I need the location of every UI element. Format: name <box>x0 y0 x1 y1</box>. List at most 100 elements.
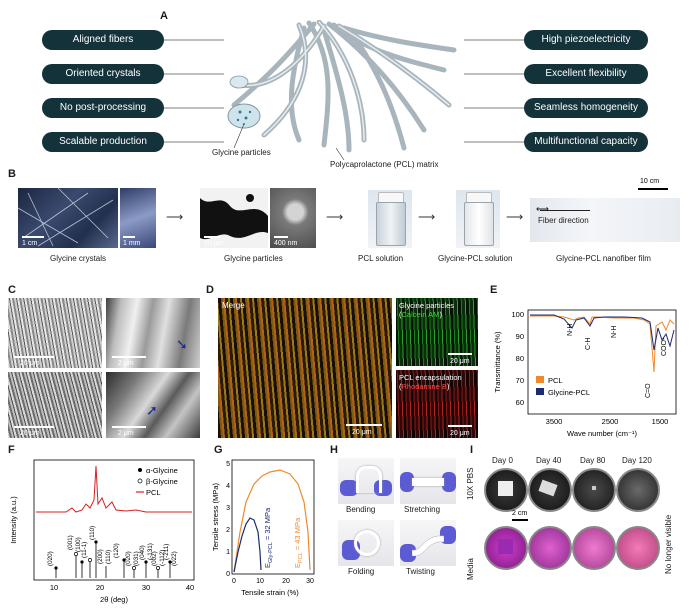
e-ytick: 100 <box>511 310 524 319</box>
scalebar <box>204 236 220 238</box>
glycine-crystal-closeup-photo: 1 mm <box>120 188 156 248</box>
panel-label-a: A <box>160 10 168 22</box>
label-pcl-matrix: Polycaprolactone (PCL) matrix <box>330 160 439 169</box>
label-stretching: Stretching <box>404 505 441 514</box>
tensile-chart: Tensile stress (MPa) 0 1 2 3 4 5 0 10 20… <box>211 459 315 597</box>
day-label: Day 40 <box>536 456 562 465</box>
panel-label-c: C <box>8 284 16 296</box>
g-ytick: 3 <box>226 505 230 512</box>
legend-pcl: PCL <box>146 488 161 497</box>
e-xtick: 2500 <box>602 417 619 426</box>
peak-label: (022) <box>171 551 178 566</box>
scalebar-label: 400 nm <box>274 240 298 247</box>
annotation-ch: C-H <box>585 338 592 350</box>
arrow-icon: ➚ <box>146 402 158 418</box>
feature-no-post-processing: No post-processing <box>42 98 164 118</box>
e-pcl-label: EPCL = 43 MPa <box>293 517 304 568</box>
label-folding: Folding <box>348 567 375 576</box>
scalebar-label: 2 μm <box>118 430 134 437</box>
scalebar <box>512 519 528 521</box>
legend-alpha-glycine: α-Glycine <box>146 466 178 475</box>
feature-scalable-production: Scalable production <box>42 132 164 152</box>
peak-label: (-131) <box>147 543 154 560</box>
e-ylabel: Transmittance (%) <box>494 331 502 392</box>
scalebar-label: 20 μm <box>450 358 470 365</box>
f-xlabel: 2θ (deg) <box>100 595 128 604</box>
f-xtick: 30 <box>142 583 150 592</box>
peak-label: (040) <box>139 545 146 560</box>
calcein-stain-name: Calcein AM <box>401 310 440 319</box>
scalebar-label: 20 μm <box>20 360 40 367</box>
glycine-crystals-photo: 1 cm <box>18 188 118 248</box>
peak-label: (020) <box>47 551 54 566</box>
no-longer-visible-label: No longer visible <box>664 514 673 574</box>
sem-fiber-closeup-2: ➚ 2 μm <box>106 372 200 438</box>
twisting-photo <box>400 520 456 566</box>
panel-label-f: F <box>8 444 15 456</box>
glycine-pcl-solution-vial <box>456 190 500 248</box>
row-label-pbs: 10X PBS <box>466 467 475 500</box>
pcl-curve <box>233 469 311 573</box>
caption-glycine-pcl-solution: Glycine-PCL solution <box>438 254 513 263</box>
g-xtick: 20 <box>282 578 290 585</box>
scalebar <box>448 353 472 355</box>
caption-pcl-solution: PCL solution <box>358 254 404 263</box>
scalebar-label: 2 cm <box>512 510 528 517</box>
panel-label-g: G <box>214 444 223 456</box>
glycine-particles-title: Glycine particles <box>399 301 455 310</box>
caption-glycine-crystals: Glycine crystals <box>50 254 107 263</box>
scalebar <box>112 356 146 358</box>
dish-pbs-day120 <box>616 468 660 512</box>
g-xlabel: Tensile strain (%) <box>241 588 299 597</box>
merge-label: Merge <box>222 301 245 310</box>
pcl-encapsulation-fluorescence: PCL encapsulation (Rhodamine B) 20 μm <box>396 370 478 438</box>
fiber-bundle-illustration <box>164 20 524 161</box>
scalebar-label: 10 cm <box>640 178 660 185</box>
glycine-particle-closeup: 400 nm <box>270 188 316 248</box>
xrd-pattern <box>36 465 192 513</box>
glycine-particles-sem: 50 μm <box>200 188 268 248</box>
row-label-media: Media <box>466 558 475 580</box>
panel-label-d: D <box>206 284 214 296</box>
scalebar-label: 50 μm <box>204 240 224 247</box>
scalebar <box>14 426 54 428</box>
feature-aligned-fibers: Aligned fibers <box>42 30 164 50</box>
dish-pbs-day0 <box>484 468 528 512</box>
arrow-right-icon: ⟶ <box>506 210 524 224</box>
dish-media-day0 <box>484 526 528 570</box>
feature-multifunctional-capacity: Multifunctional capacity <box>524 132 648 152</box>
sem-aligned-fibers-2: 20 μm <box>8 372 102 438</box>
legend-swatch-pcl <box>536 376 544 383</box>
dish-pbs-day40 <box>528 468 572 512</box>
stretching-photo <box>400 458 456 504</box>
dish-media-day40 <box>528 526 572 570</box>
bending-photo <box>338 458 394 504</box>
peak-label: (110) <box>89 526 96 540</box>
e-ytick: 80 <box>516 354 524 363</box>
dish-media-day80 <box>572 526 616 570</box>
scalebar-label: 2 μm <box>118 360 134 367</box>
rhodamine-stain-name: Rhodamine B <box>401 382 447 391</box>
peak-label: (002) <box>151 551 158 566</box>
scalebar <box>123 236 135 238</box>
scalebar-label: 20 μm <box>20 430 40 437</box>
caption-nanofiber-film: Glycine-PCL nanofiber film <box>556 254 651 263</box>
e-xlabel: Wave number (cm⁻¹) <box>567 429 637 438</box>
peak-label: (-112) <box>159 550 166 566</box>
annotation-nh: N-H <box>567 324 574 336</box>
g-ytick: 0 <box>226 571 230 578</box>
peak-label: (020) <box>125 551 132 566</box>
f-ylabel: Intensity (a.u.) <box>9 496 18 544</box>
peak-label: (031) <box>133 551 140 566</box>
peak-label: (11-1) <box>81 542 88 558</box>
ftir-chart: Transmittance (%) 100 90 80 70 60 3500 2… <box>494 309 677 438</box>
scalebar <box>112 426 146 428</box>
nanofiber-film-photo: ⟷ Fiber direction <box>530 198 680 242</box>
feature-oriented-crystals: Oriented crystals <box>42 64 164 84</box>
glycine-pcl-spectrum <box>530 314 675 351</box>
g-ytick: 5 <box>226 461 230 468</box>
scalebar <box>14 356 54 358</box>
peak-label: (110) <box>105 550 112 564</box>
glycine-particles-fluorescence: Glycine particles (Calcein AM) 20 μm <box>396 298 478 366</box>
g-xtick: 10 <box>256 578 264 585</box>
